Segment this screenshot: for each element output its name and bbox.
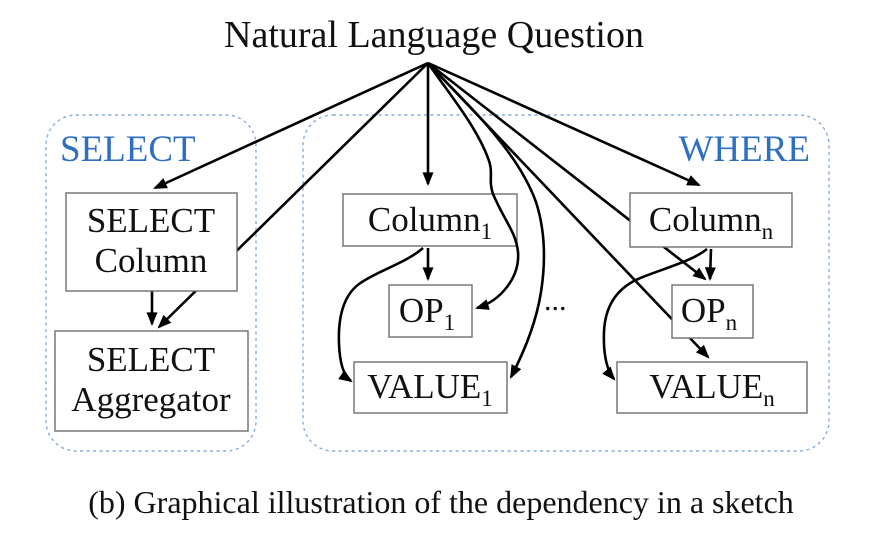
where-columnn-node-label: Columnn [649,200,774,244]
edge-columnn-to-valuen [602,247,708,381]
edge-question-to-columnn [427,61,701,187]
where-opn-node-box [671,284,754,339]
select-aggregator-node-box [54,330,249,432]
select-column-node-line1: SELECT [87,201,215,240]
select-aggregator-node-line1: SELECT [87,340,215,379]
edge-question-to-value1 [427,62,546,379]
where-op1-node-box [388,284,473,338]
where-column1-node-box [342,193,518,247]
where-value1-node-box [353,361,508,414]
where-valuen-node-box [616,361,808,414]
ellipsis-dots: ... [544,284,567,317]
select-column-node-box [65,192,238,292]
select-column-node-line2: Column [95,241,208,280]
where-columnn-node-box [629,192,793,248]
where-group-outline [302,114,830,452]
where-op1-node-label: OP1 [399,291,455,335]
where-column1-node-label: Column1 [368,200,492,244]
where-group-label: WHERE [678,129,810,170]
select-aggregator-node-line2: Aggregator [71,380,231,419]
where-valuen-node-label: VALUEn [649,367,775,411]
where-value1-node-label: VALUE1 [367,367,493,411]
diagram-title: Natural Language Question [224,14,644,56]
select-group-label: SELECT [60,129,196,170]
where-opn-node-label: OPn [681,291,738,335]
edge-column1-to-value1 [337,247,424,383]
figure-caption: (b) Graphical illustration of the depend… [88,484,794,520]
edge-question-to-op1 [426,62,520,310]
edge-columnn-to-opn [704,248,716,282]
edge-question-to-select-column [153,61,429,190]
